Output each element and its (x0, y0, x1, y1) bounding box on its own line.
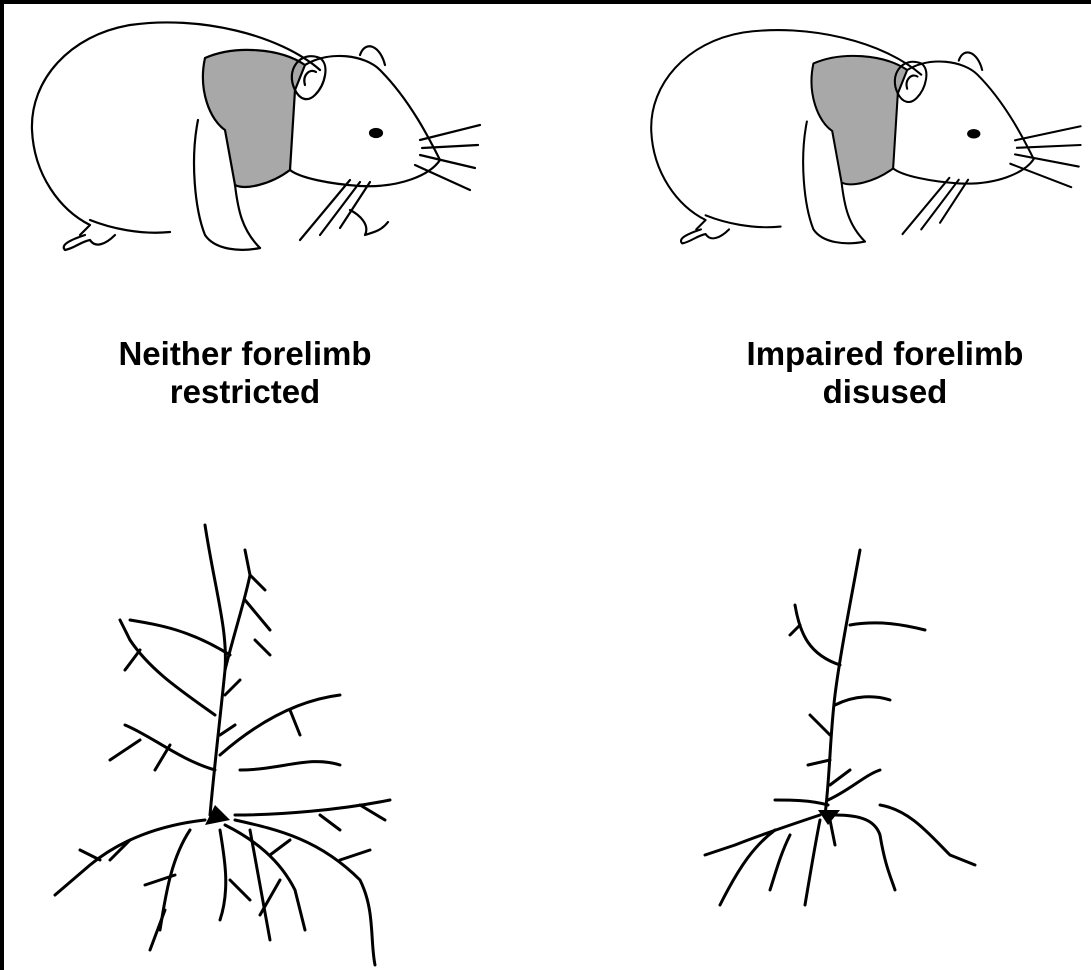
caption-right-line2: disused (700, 373, 1070, 411)
caption-left-line1: Neither forelimb (75, 335, 415, 373)
caption-right-line1: Impaired forelimb (700, 335, 1070, 373)
caption-left: Neither forelimb restricted (75, 335, 415, 411)
neuron-icon (680, 545, 1000, 915)
rat-icon (640, 10, 1090, 280)
caption-right: Impaired forelimb disused (700, 335, 1070, 411)
rat-icon (20, 10, 500, 280)
neuron-icon (40, 520, 420, 970)
caption-left-line2: restricted (75, 373, 415, 411)
